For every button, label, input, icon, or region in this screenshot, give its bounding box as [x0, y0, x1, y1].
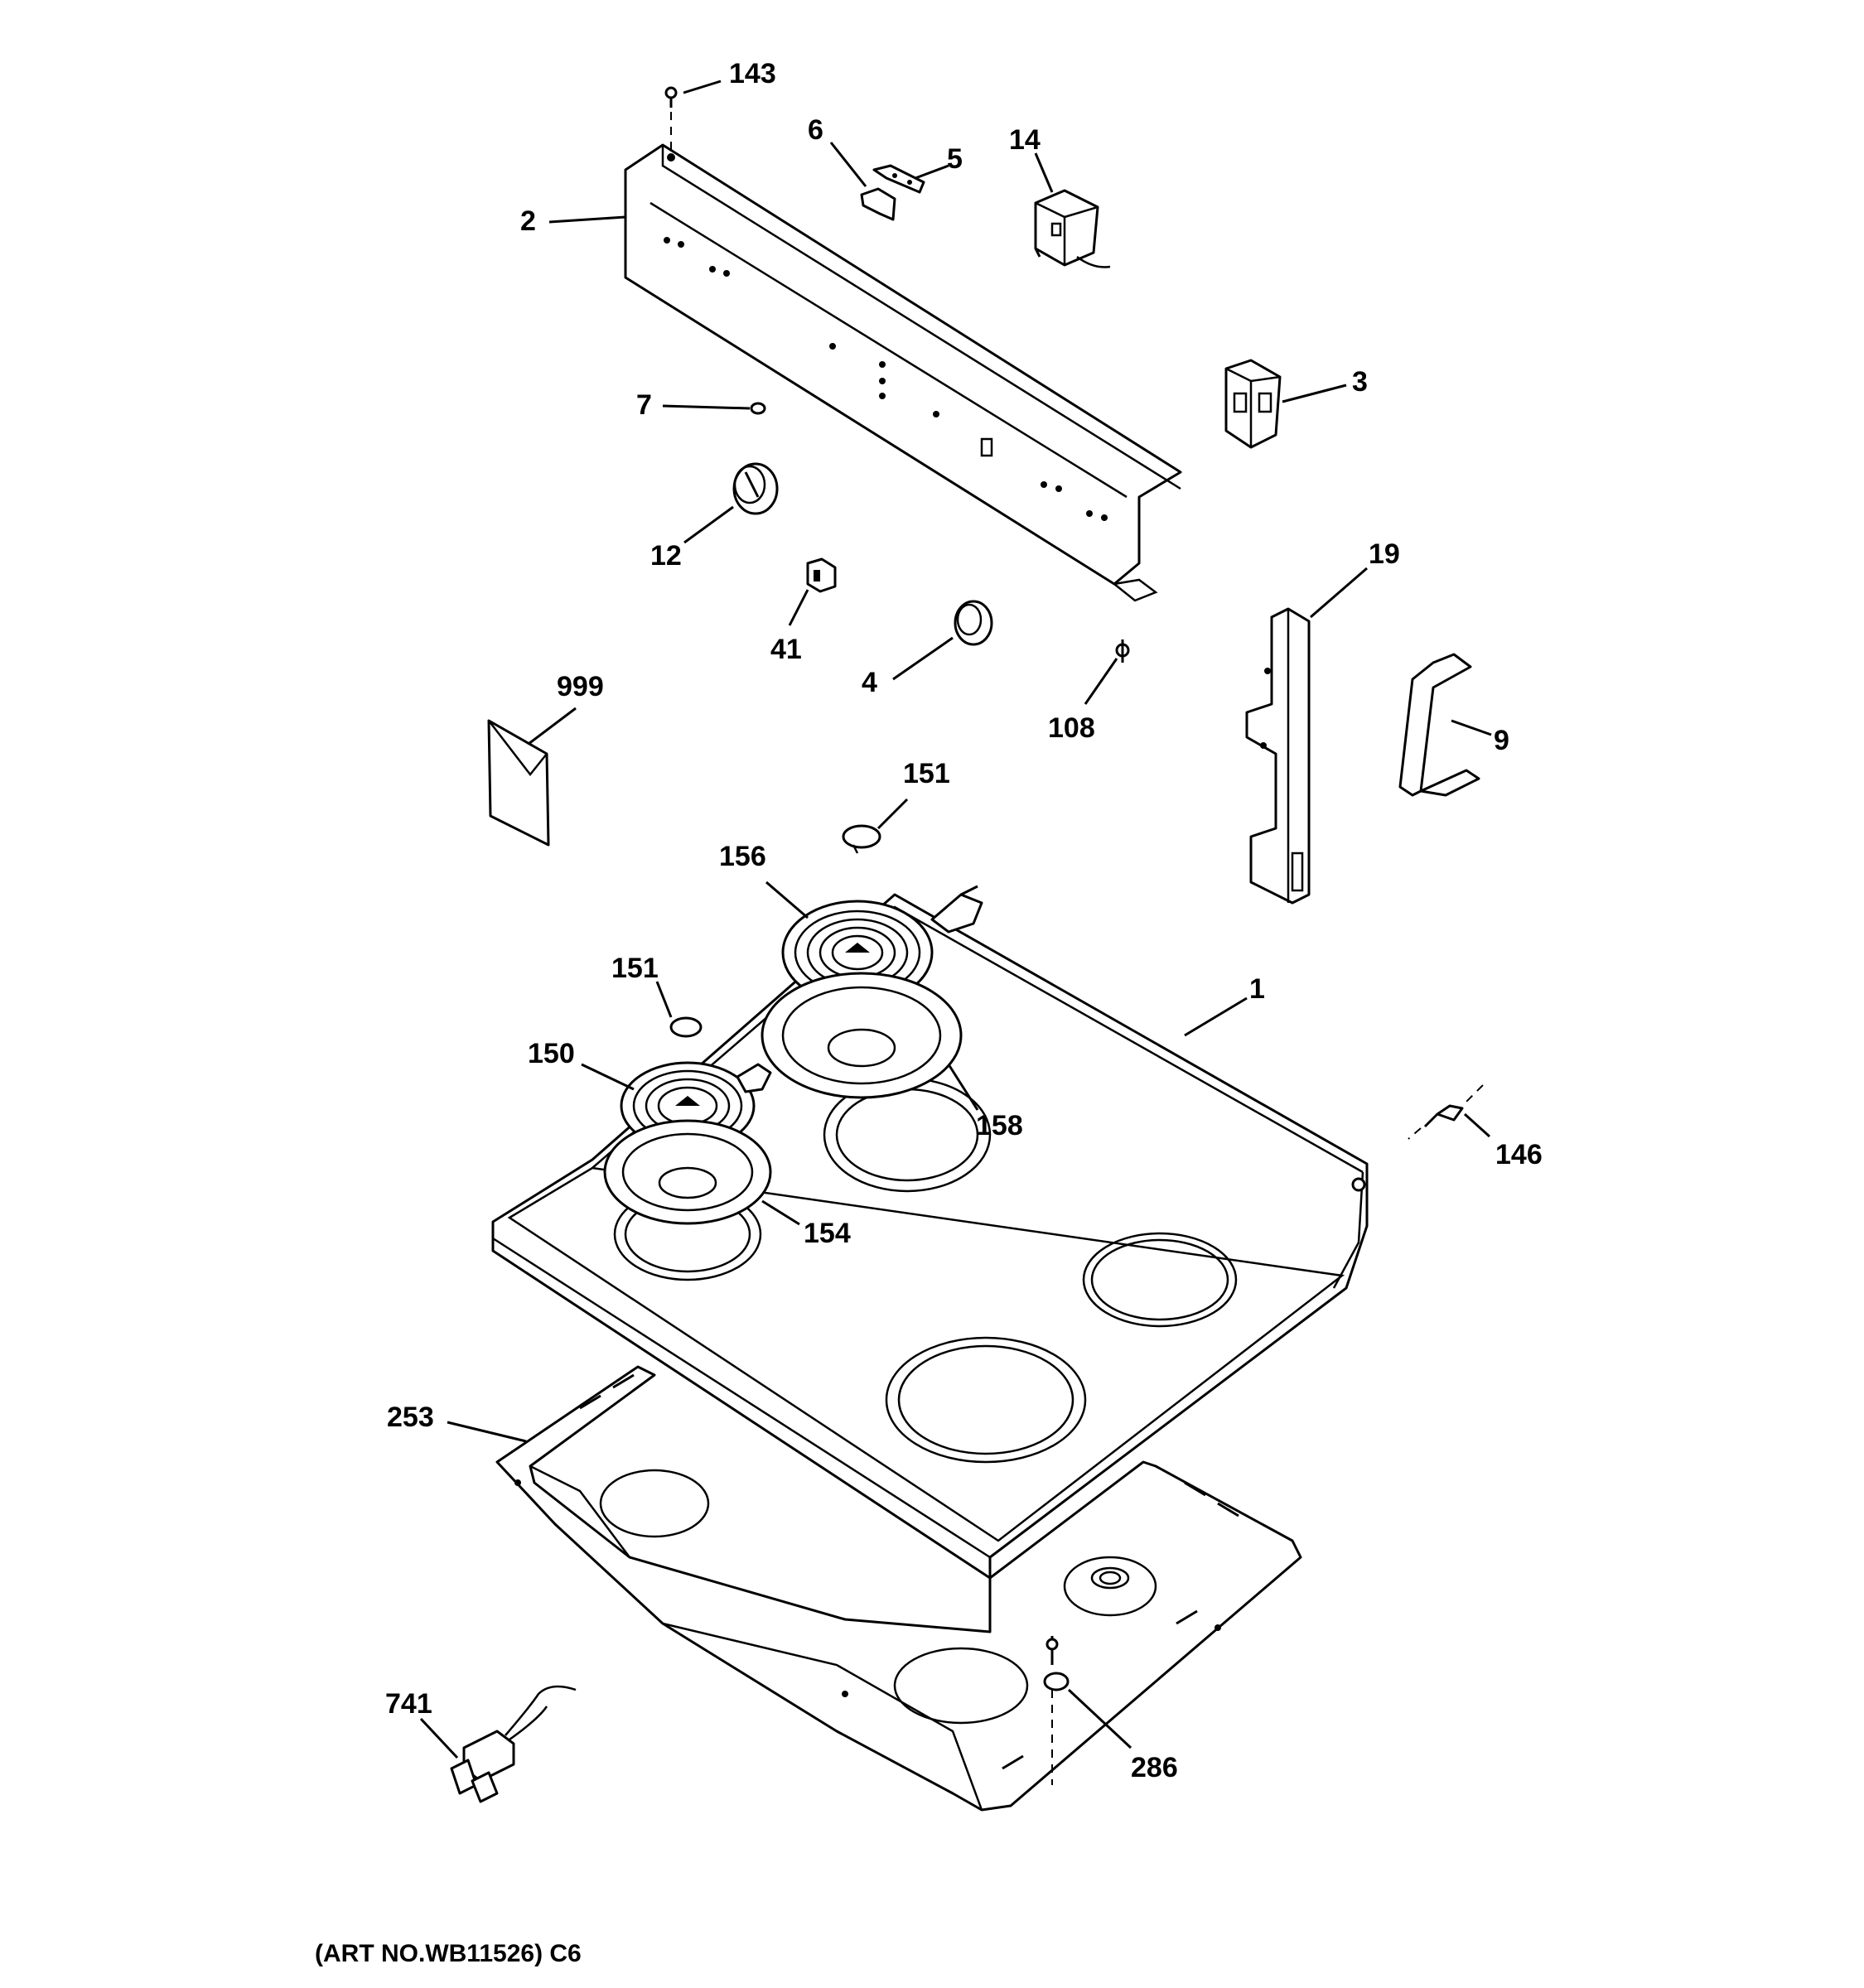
bracket-5-icon	[872, 164, 925, 194]
callout-741: 741	[385, 1688, 432, 1720]
connector-741-icon	[450, 1685, 577, 1803]
callout-156: 156	[719, 841, 766, 872]
callout-labels: 143 6 5 14 2 3 7 12 19 41 4 108 999 9 15…	[385, 58, 1543, 1783]
large-drip-pan-158-icon	[761, 972, 963, 1099]
knob-12-icon	[732, 462, 779, 515]
screw-143-icon	[664, 86, 678, 153]
callout-12: 12	[650, 540, 682, 572]
callout-143: 143	[729, 58, 776, 89]
bracket-9-icon	[1398, 653, 1480, 797]
callout-3: 3	[1352, 366, 1368, 398]
callout-2: 2	[520, 205, 536, 237]
callout-151-lower: 151	[611, 953, 659, 984]
trim-cap-151-upper-icon	[842, 824, 881, 854]
switch-14-icon	[1034, 189, 1111, 268]
small-drip-pan-154-icon	[603, 1119, 772, 1225]
callout-41: 41	[770, 634, 802, 665]
burner-box-253	[495, 1365, 1302, 1812]
callout-108: 108	[1048, 712, 1095, 744]
callout-5: 5	[947, 143, 963, 175]
rocker-switch-41-icon	[806, 557, 837, 593]
screw-146-icon	[1408, 1084, 1484, 1140]
callout-146: 146	[1495, 1139, 1543, 1170]
literature-envelope-999-icon	[487, 719, 550, 847]
callout-150: 150	[528, 1038, 575, 1069]
callout-253: 253	[387, 1402, 434, 1433]
callout-286: 286	[1131, 1752, 1178, 1783]
leader-lines	[419, 80, 1492, 1759]
screw-7-icon	[750, 402, 766, 415]
callout-4: 4	[862, 667, 877, 698]
callout-7: 7	[636, 389, 652, 421]
callout-9: 9	[1494, 725, 1509, 756]
terminal-block-3-icon	[1224, 359, 1282, 449]
callout-999: 999	[557, 671, 604, 702]
callout-14: 14	[1009, 124, 1041, 156]
callout-154: 154	[804, 1218, 851, 1249]
backsplash-panel	[624, 143, 1182, 602]
trim-cap-151-lower-icon	[669, 1016, 703, 1038]
ground-screw-286-icon	[1043, 1636, 1070, 1785]
clip-6-icon	[860, 187, 896, 221]
callout-158: 158	[976, 1110, 1023, 1141]
screw-108-icon	[1115, 639, 1130, 663]
callout-6: 6	[808, 114, 823, 146]
callout-1: 1	[1249, 973, 1265, 1005]
side-bracket-19-icon	[1245, 607, 1311, 905]
art-number-caption: (ART NO.WB11526) C6	[315, 1940, 582, 1967]
callout-19: 19	[1369, 538, 1400, 570]
callout-151-upper: 151	[903, 758, 950, 789]
knob-4-icon	[954, 600, 993, 646]
